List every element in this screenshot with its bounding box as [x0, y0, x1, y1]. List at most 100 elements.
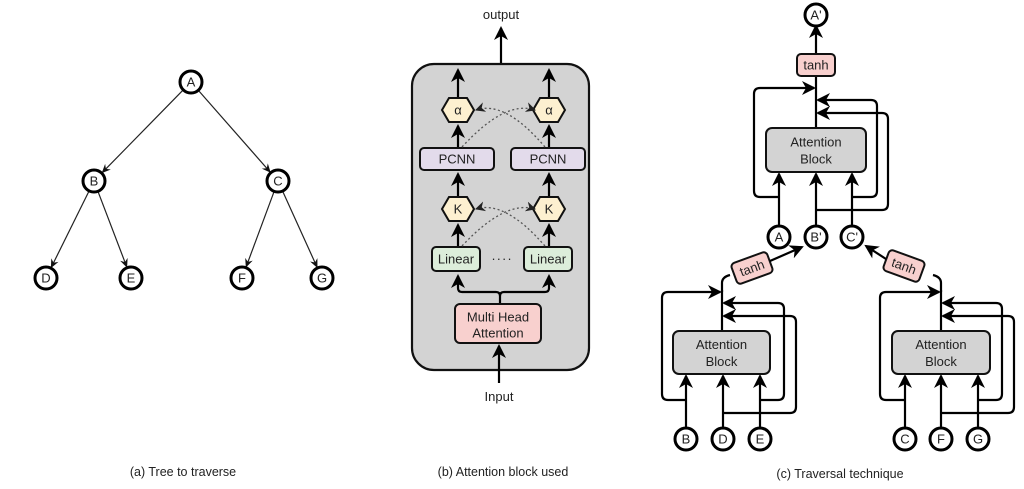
right-input-node-0	[892, 426, 918, 452]
top-attention-block	[765, 127, 867, 173]
top-input-node-1-label: B'	[810, 230, 821, 245]
left-loop-right-2	[722, 309, 798, 415]
top-attention-block-line1: Attention	[790, 135, 841, 150]
left-input-node-2	[747, 426, 773, 452]
top-input-node-1	[803, 224, 829, 250]
tree-edge-A-C	[197, 89, 271, 173]
top-input-node-2-label: C'	[846, 230, 858, 245]
dotted-link-right-to-left-k	[475, 201, 546, 247]
right-input-node-1	[928, 426, 954, 452]
right-loop-left	[878, 285, 941, 402]
tree-edge-B-D	[50, 190, 90, 269]
k-label-right: K	[545, 202, 554, 217]
alpha-hexagon-right	[531, 97, 567, 123]
left-loop-left	[660, 285, 722, 402]
left-input-node-1-label: D	[718, 432, 727, 447]
linear-label-right: Linear	[530, 252, 567, 267]
right-input-node-0-label: C	[900, 432, 909, 447]
right-input-node-1-label: F	[937, 432, 945, 447]
ellipsis: ····	[491, 251, 512, 266]
top-output-node	[803, 2, 829, 28]
output-label: output	[483, 7, 520, 22]
tree-node-E	[118, 265, 144, 291]
tree-node-G	[309, 265, 335, 291]
arrow-mha-linear-right	[498, 274, 556, 297]
left-loop-right-1	[722, 296, 786, 402]
tree-node-label: C	[273, 174, 282, 189]
left-input-node-0	[673, 426, 699, 452]
tree-node-label: A	[187, 75, 196, 90]
top-input-node-0	[766, 224, 792, 250]
tree-node-F	[229, 265, 255, 291]
tree-edge-C-F	[245, 191, 275, 268]
pcnn-label-left: PCNN	[439, 152, 476, 167]
right-attention-block-line2: Block	[925, 354, 957, 369]
pcnn-box-right	[510, 147, 586, 171]
alpha-label-right: α	[545, 103, 553, 118]
column-left: α PCNN K Linear	[419, 68, 495, 272]
alpha-label-left: α	[454, 103, 462, 118]
caption-b: (b) Attention block used	[438, 465, 569, 479]
attention-block-container	[410, 62, 591, 372]
left-tanh: tanh	[730, 251, 774, 285]
tree-node-label: F	[238, 271, 246, 286]
left-attention-block-line2: Block	[706, 354, 738, 369]
left-to-bprime-arrow	[769, 245, 804, 263]
right-tanh-box	[882, 249, 926, 283]
right-loop-right-2	[941, 309, 1016, 415]
dotted-link-right-to-left-alpha	[475, 102, 546, 148]
mha-line2: Attention	[472, 326, 523, 341]
caption-c: (c) Traversal technique	[776, 467, 903, 481]
panel-attention-block: output α PCNN K Linear α PCNN	[410, 7, 591, 404]
tree-edge-A-B	[101, 89, 184, 174]
top-tanh: tanh	[796, 53, 836, 77]
top-loop-right-1	[816, 93, 879, 199]
caption-a: (a) Tree to traverse	[130, 465, 236, 479]
left-input-node-2-label: E	[756, 432, 765, 447]
pcnn-label-right: PCNN	[530, 152, 567, 167]
top-loop-left	[752, 81, 816, 199]
tree-node-label: G	[317, 271, 327, 286]
tree-node-label: B	[90, 174, 99, 189]
k-label-left: K	[454, 202, 463, 217]
top-input-node-0-label: A	[775, 230, 784, 245]
top-output-node-label: A'	[810, 8, 821, 23]
tree-node-D	[33, 265, 59, 291]
tree-node-label: E	[127, 271, 136, 286]
tree-edge-B-E	[97, 191, 128, 268]
linear-box-right	[523, 246, 573, 272]
top-attention-block-line2: Block	[800, 152, 832, 167]
left-input-node-0-label: B	[682, 432, 691, 447]
k-hexagon-right	[531, 196, 567, 222]
panel-tree: A B C D E F G	[33, 69, 335, 291]
right-stem-curve	[932, 273, 943, 292]
top-loop-right-2	[816, 106, 890, 212]
tree-node-label: D	[41, 271, 50, 286]
right-attention-block	[891, 330, 991, 375]
linear-label-left: Linear	[438, 252, 475, 267]
tree-node-C	[265, 168, 291, 194]
left-attention-block	[672, 330, 771, 375]
top-tanh-box	[796, 53, 836, 77]
tree-node-B	[81, 168, 107, 194]
tree-edge-C-G	[281, 190, 318, 268]
k-hexagon-left	[440, 196, 476, 222]
alpha-hexagon-left	[440, 97, 476, 123]
left-tanh-box	[730, 251, 774, 285]
tree-node-A	[178, 69, 204, 95]
multi-head-attention-box	[454, 303, 542, 344]
right-input-node-2-label: G	[973, 432, 983, 447]
right-to-cprime-arrow	[864, 244, 887, 260]
top-input-node-2	[839, 224, 865, 250]
right-loop-right-1	[941, 296, 1004, 402]
pcnn-box-left	[419, 147, 495, 171]
top-tanh-label: tanh	[803, 58, 828, 73]
input-label: Input	[485, 389, 514, 404]
left-stem-curve	[720, 273, 731, 292]
left-input-node-1	[710, 426, 736, 452]
right-input-node-2	[965, 426, 991, 452]
right-attention-block-line1: Attention	[915, 337, 966, 352]
linear-box-left	[431, 246, 481, 272]
dotted-link-left-to-right-k	[461, 201, 536, 247]
